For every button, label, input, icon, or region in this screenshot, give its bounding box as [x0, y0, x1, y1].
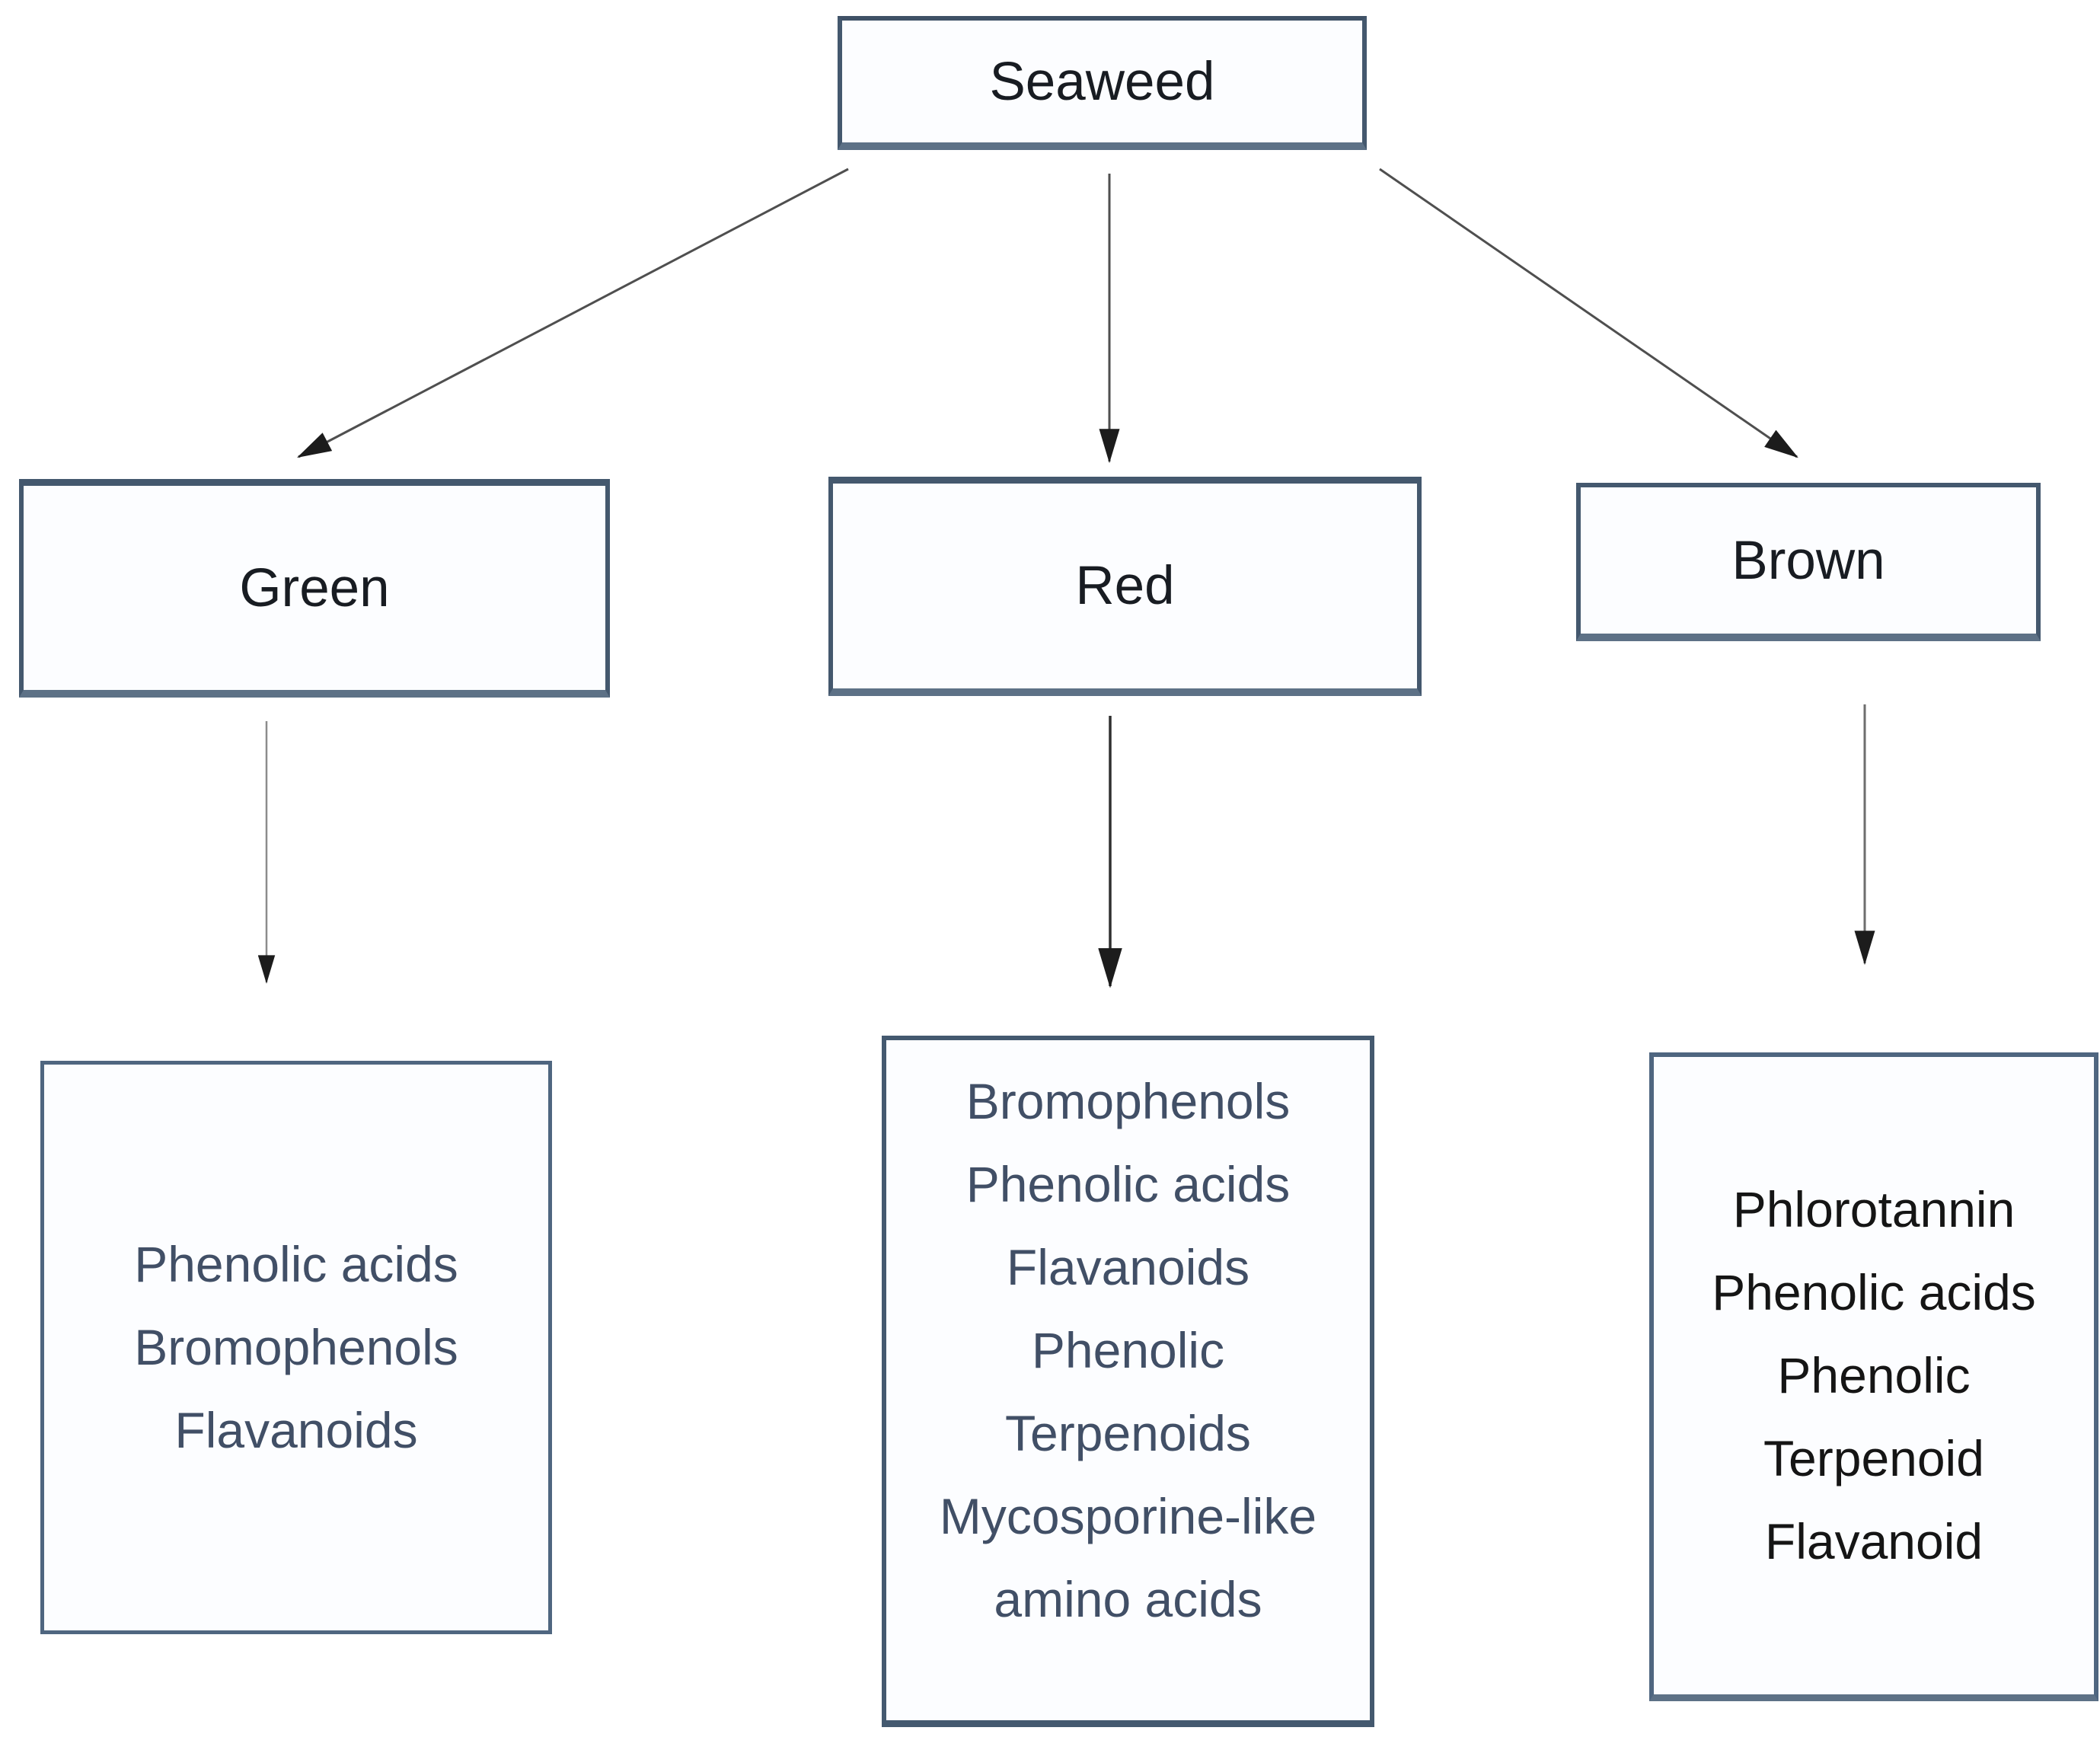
list-green-compounds: Phenolic acids Bromophenols Flavanoids — [40, 1061, 552, 1634]
compound-item: Bromophenols — [134, 1319, 458, 1375]
compound-item: Phenolic acids — [134, 1236, 458, 1292]
compound-item: Phenolic — [1031, 1322, 1225, 1378]
compound-item: Phenolic acids — [1712, 1264, 2036, 1320]
node-seaweed-label: Seaweed — [989, 51, 1215, 112]
node-brown-label: Brown — [1731, 530, 1885, 591]
compound-item: Bromophenols — [965, 1073, 1291, 1129]
compound-item: Phenolic acids — [965, 1156, 1291, 1212]
compound-item: Flavanoids — [1006, 1239, 1250, 1295]
compound-item: Flavanoids — [174, 1402, 418, 1458]
compound-item: Terpenoids — [1005, 1405, 1251, 1461]
node-seaweed: Seaweed — [838, 16, 1367, 150]
compound-item: Terpenoid — [1763, 1430, 1984, 1486]
compound-item: Phlorotannin — [1732, 1181, 2015, 1237]
node-red-label: Red — [1075, 556, 1175, 616]
compound-item: Phenolic — [1777, 1347, 1971, 1403]
node-red: Red — [828, 477, 1422, 696]
list-red-compounds: Bromophenols Phenolic acids Flavanoids P… — [882, 1036, 1374, 1727]
list-brown-compounds: Phlorotannin Phenolic acids Phenolic Ter… — [1649, 1052, 2098, 1701]
arrow-seaweed-to-green — [297, 168, 849, 458]
compound-item: Flavanoid — [1764, 1513, 1984, 1569]
arrow-seaweed-to-brown — [1379, 168, 1798, 458]
node-green-label: Green — [239, 557, 390, 618]
compound-item: Mycosporine-like amino acids — [939, 1488, 1317, 1627]
node-green: Green — [19, 479, 610, 698]
node-brown: Brown — [1576, 483, 2041, 641]
